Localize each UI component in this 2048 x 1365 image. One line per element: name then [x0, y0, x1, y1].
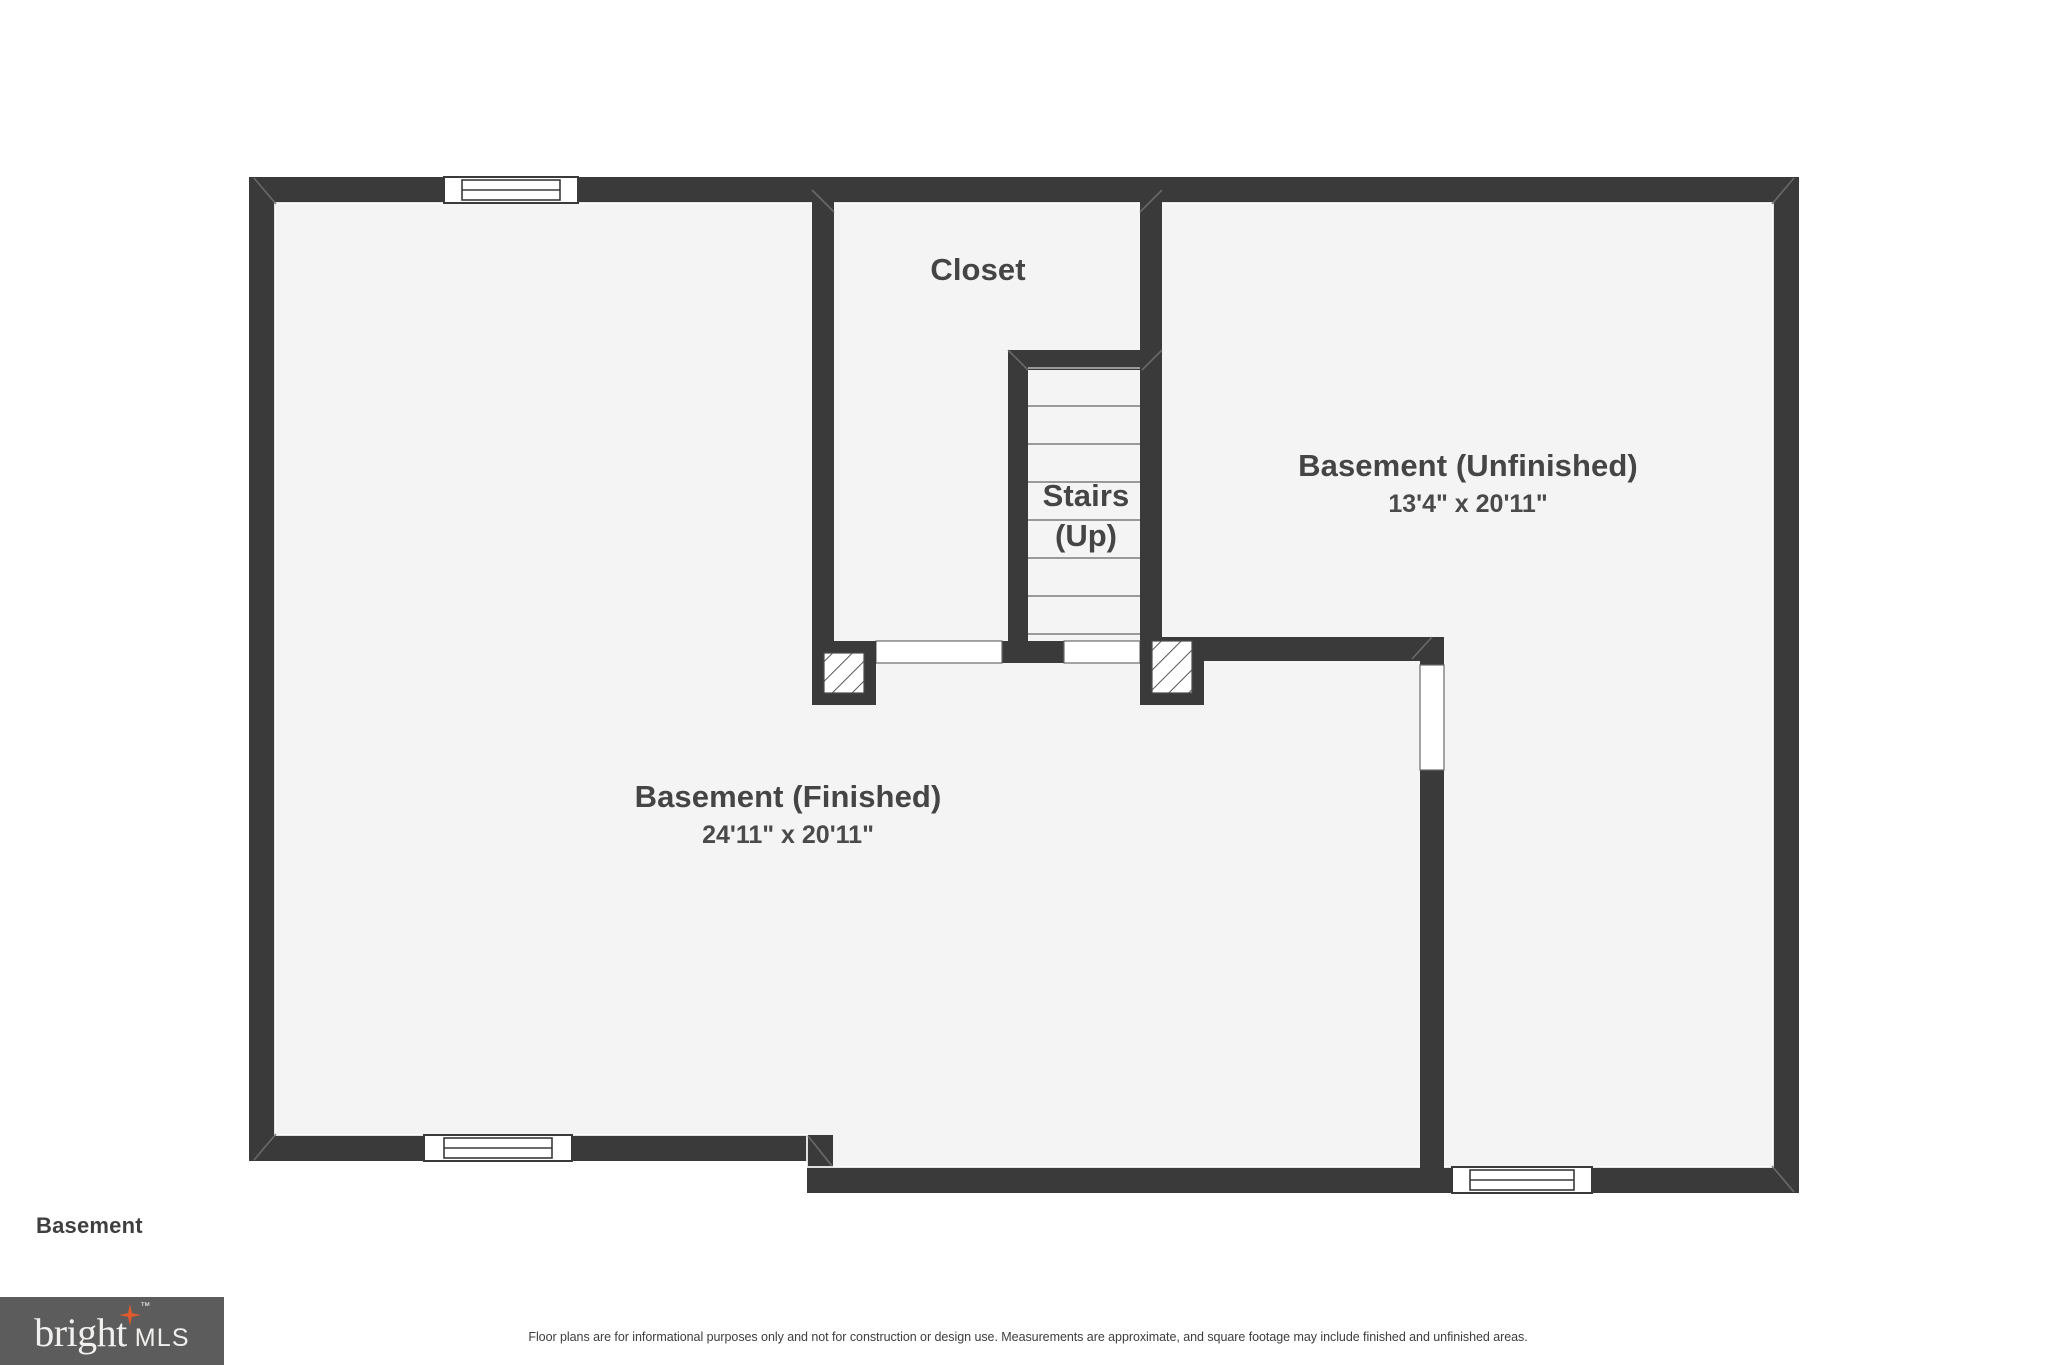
- exterior-wall-outline: [249, 177, 1799, 1193]
- wall-closet-right: [1140, 190, 1162, 661]
- wall-finished-unfinished-divider: [1420, 770, 1444, 1180]
- corner-miter: [1771, 177, 1795, 205]
- corner-miter: [1411, 636, 1433, 660]
- wall-lower-center-stub: [1002, 641, 1064, 663]
- corner-miter: [1007, 349, 1029, 371]
- room-label-closet: Closet: [838, 251, 1118, 289]
- corner-miter: [1141, 349, 1163, 371]
- window-top: [443, 176, 579, 204]
- room-label-stairs: Stairs (Up): [1000, 477, 1172, 555]
- column-hatch-left: [823, 652, 865, 694]
- room-fills: [262, 190, 1786, 1180]
- wall-unfinished-lower-divider: [1160, 637, 1434, 661]
- column-hatch-right: [1151, 640, 1193, 694]
- corner-miter: [811, 189, 835, 213]
- room-name-basement-unfinished: Basement (Unfinished): [1298, 448, 1638, 483]
- corner-miters: [253, 177, 1795, 1193]
- structural-columns: [812, 640, 1204, 705]
- window-bottom-right: [1451, 1166, 1593, 1194]
- room-dims-basement-finished: 24'11" x 20'11": [702, 820, 874, 849]
- corner-miter: [1139, 189, 1163, 213]
- doorway-opening-left: [875, 640, 1003, 664]
- room-dims-basement-unfinished: 13'4" x 20'11": [1388, 489, 1548, 518]
- stairs-name: Stairs: [1042, 478, 1130, 513]
- room-fill-basement-unfinished: [1432, 190, 1786, 1180]
- doorway-opening-right: [1063, 640, 1141, 664]
- floor-caption: Basement: [36, 1213, 143, 1238]
- room-label-basement-finished: Basement (Finished) 24'11" x 20'11": [588, 778, 988, 850]
- corner-miter: [1771, 1165, 1795, 1193]
- stair-treads: [1028, 367, 1140, 635]
- room-name-closet: Closet: [930, 252, 1026, 287]
- wall-divider-top-stub: [1420, 637, 1444, 665]
- door-openings: [875, 640, 1445, 771]
- doorway-opening-divider: [1419, 664, 1445, 771]
- disclaimer-text: Floor plans are for informational purpos…: [528, 1330, 1528, 1344]
- corner-miter: [807, 1135, 833, 1167]
- bright-mls-logo: bright ™ MLS: [0, 1297, 224, 1365]
- corner-miter: [253, 177, 277, 205]
- room-name-basement-finished: Basement (Finished): [634, 779, 942, 814]
- room-label-basement-unfinished: Basement (Unfinished) 13'4" x 20'11": [1258, 447, 1678, 519]
- logo-trademark: ™: [140, 1301, 151, 1312]
- wall-stairs-left: [1008, 350, 1028, 661]
- corner-miter: [253, 1133, 277, 1161]
- windows: [423, 176, 1593, 1194]
- window-bottom-left: [423, 1134, 573, 1162]
- wall-closet-left: [812, 190, 834, 661]
- wall-stairs-top: [1008, 350, 1162, 370]
- logo-wordmark-mls: MLS: [134, 1324, 190, 1352]
- stairs-direction: (Up): [1055, 517, 1117, 553]
- logo-wordmark-bright: bright: [34, 1310, 127, 1355]
